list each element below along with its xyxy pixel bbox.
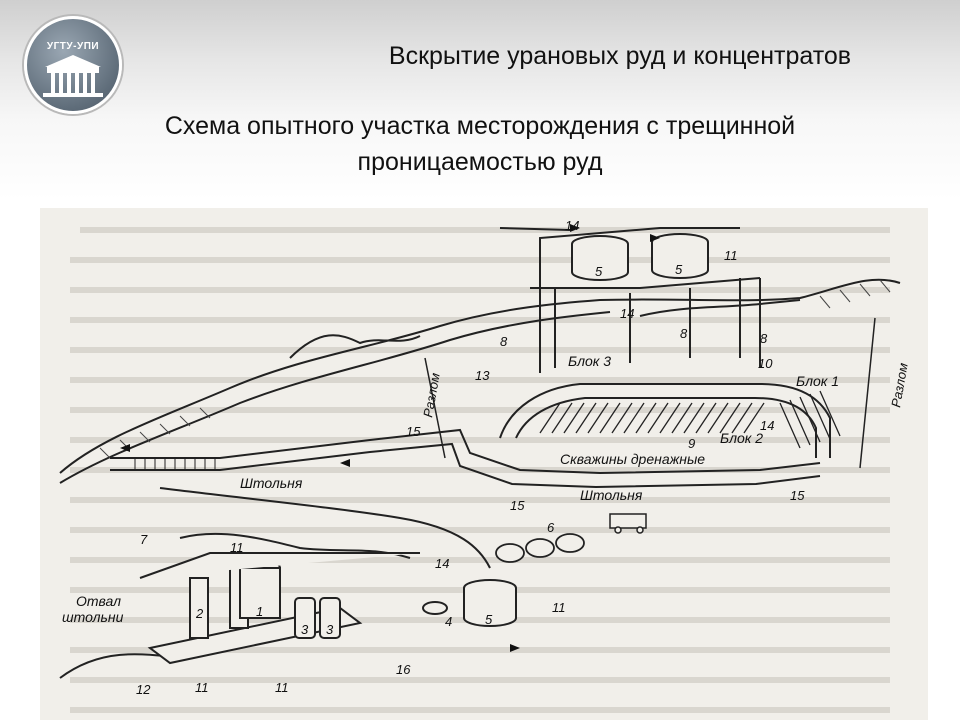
header-band (0, 0, 960, 200)
num-9: 9 (688, 436, 695, 451)
num-5b: 5 (675, 262, 683, 277)
logo-text: УГТУ-УПИ (46, 41, 100, 52)
drainage-wells (539, 402, 765, 434)
num-11a: 11 (724, 248, 738, 263)
label-blok-2: Блок 2 (720, 430, 763, 446)
building-icon (43, 55, 103, 97)
num-11b: 11 (230, 540, 244, 555)
num-2: 2 (195, 606, 204, 621)
num-1: 1 (256, 604, 263, 619)
terrain-surface (59, 278, 901, 679)
num-7: 7 (140, 532, 148, 547)
processing-plant (139, 552, 420, 665)
num-14b: 14 (620, 306, 634, 321)
num-15c: 15 (790, 488, 805, 503)
num-5c: 5 (485, 612, 493, 627)
num-14d: 14 (435, 556, 449, 571)
num-8b: 8 (680, 326, 688, 341)
label-shtolnya-2: Штольня (580, 487, 643, 503)
num-16: 16 (396, 662, 411, 677)
deposit-scheme-figure: Штольня Штольня Разлом Разлом Блок 1 Бло… (40, 208, 928, 720)
adit-track (134, 458, 216, 470)
label-blok-3: Блок 3 (568, 353, 611, 369)
label-shtolnya-1: Штольня (240, 475, 303, 491)
num-5a: 5 (595, 264, 603, 279)
num-8a: 8 (500, 334, 508, 349)
num-13: 13 (475, 368, 490, 383)
num-4: 4 (445, 614, 452, 629)
num-3b: 3 (326, 622, 334, 637)
flow-arrows (120, 224, 660, 652)
num-15b: 15 (510, 498, 525, 513)
subtitle-line-2: проницаемостью руд (357, 148, 603, 176)
bottom-tank (422, 579, 517, 627)
num-6: 6 (547, 520, 555, 535)
university-logo: УГТУ-УПИ (24, 16, 122, 114)
block-1-hatching (779, 390, 841, 449)
pipes-6 (495, 533, 585, 563)
num-11e: 11 (275, 680, 289, 695)
block-loop-tunnel (499, 383, 831, 458)
slope-hatching (99, 279, 891, 459)
label-otval-1: Отвал (76, 593, 121, 609)
slide-title: Вскрытие урановых руд и концентратов (388, 42, 852, 70)
deposit-scheme-drawing: Штольня Штольня Разлом Разлом Блок 1 Бло… (59, 218, 911, 713)
fault-lines (424, 317, 876, 469)
subtitle-line-1: Схема опытного участка месторождения с т… (164, 112, 796, 140)
num-14c: 14 (760, 418, 774, 433)
truck (609, 513, 647, 534)
num-10: 10 (758, 356, 773, 371)
num-11c: 11 (552, 600, 566, 615)
num-12: 12 (136, 682, 151, 697)
label-otval-2: штольни (62, 609, 124, 625)
adit-tunnel (110, 428, 821, 569)
surface-pipelines (499, 227, 761, 373)
num-8c: 8 (760, 331, 768, 346)
num-15a: 15 (406, 424, 421, 439)
num-11d: 11 (195, 680, 209, 695)
surface-tanks (571, 233, 709, 281)
label-razlom-2: Разлом (888, 362, 911, 409)
num-14a: 14 (565, 218, 579, 233)
slide-subtitle: Схема опытного участка месторождения с т… (60, 108, 900, 180)
num-3a: 3 (301, 622, 309, 637)
label-blok-1: Блок 1 (796, 373, 839, 389)
label-skvazhiny: Скважины дренажные (560, 451, 705, 467)
